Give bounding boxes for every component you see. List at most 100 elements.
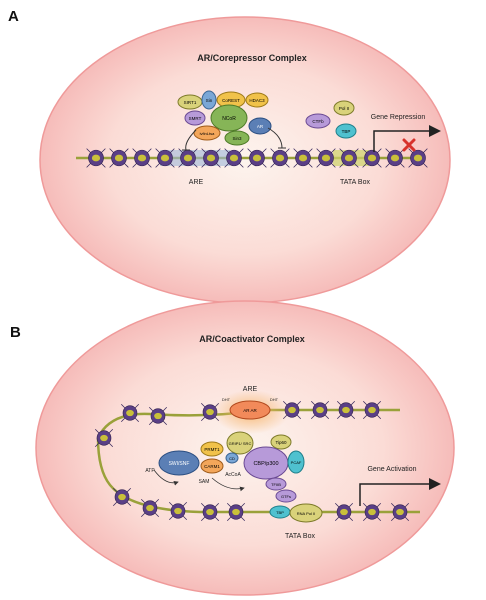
label-lipeca: ivfinLtsa (200, 131, 215, 136)
protein-prmt (200, 441, 224, 457)
protein-cd (225, 452, 239, 464)
repression-x-icon (402, 138, 416, 152)
nucleosome (334, 502, 354, 522)
protein-tbp-a (335, 123, 357, 139)
protein-ar-dimer (229, 400, 271, 420)
nucleosome-row-b (94, 400, 410, 522)
nucleosome (201, 148, 221, 168)
nucleosome (408, 148, 428, 168)
label-smrt-left: SMRT (189, 116, 202, 121)
panel-a: AR/Corepressor Complex ARE TATA Box SIRT… (39, 16, 451, 304)
label-cbp: CBP/p300 (253, 461, 278, 467)
are-label-b: ARE (243, 386, 258, 393)
panel-a-title: AR/Corepressor Complex (197, 53, 307, 63)
protein-hdac (245, 92, 269, 108)
nucleosome (390, 502, 410, 522)
label-prmt: PRMT1 (204, 447, 220, 452)
nucleosome (310, 400, 330, 420)
label-carm: CARM1 (204, 464, 220, 469)
sam-label: SAM (199, 479, 210, 485)
nucleosome-row-a (86, 148, 428, 168)
nucleosome (336, 400, 356, 420)
acoa-arrow (211, 477, 245, 492)
nucleosome (270, 148, 290, 168)
panel-b-letter: B (10, 324, 21, 341)
nucleosome (362, 148, 382, 168)
protein-lipeca (193, 125, 221, 141)
nucleosome (200, 502, 220, 522)
protein-pcaf (287, 450, 305, 474)
dht-left-label: DHT (222, 397, 231, 402)
atp-label: ATP (145, 468, 155, 474)
nucleosome (178, 148, 198, 168)
nucleosome (112, 487, 132, 507)
nucleosome (109, 148, 129, 168)
gene-activation-arrow (359, 478, 441, 506)
inhibit-arrow-left (185, 129, 197, 151)
label-swi: SWI/SNF (169, 461, 190, 467)
label-pol2-a: Pol II (339, 106, 349, 111)
protein-pol-b (289, 503, 323, 523)
nucleosome (94, 428, 114, 448)
gene-activation-label: Gene Activation (367, 466, 416, 473)
label-pol-b: RNA Pol II (297, 511, 315, 516)
label-ctfb: CTFb (312, 119, 324, 124)
nucleosome (339, 148, 359, 168)
protein-gtfs (275, 489, 297, 503)
label-gtfs: GTFs (281, 494, 291, 499)
label-grip: GRIP1/ SRC (229, 441, 252, 446)
label-cd: CD (229, 456, 235, 461)
protein-sin (201, 90, 217, 110)
protein-ctfb (305, 113, 331, 129)
protein-smrt-left (184, 110, 206, 126)
protein-carm (200, 458, 224, 474)
label-pcaf: PCAF (291, 460, 302, 465)
label-corest: CoREST (222, 98, 240, 103)
label-tfiib: TFIIB (271, 482, 281, 487)
panel-b: AR/Coactivator Complex ARE DHT DHT AR AR… (35, 300, 455, 596)
label-sin3: Sin3 (232, 136, 242, 141)
protein-sin3 (224, 130, 250, 146)
nucleosome (362, 400, 382, 420)
nucleosome (140, 498, 160, 518)
protein-ar-right (248, 117, 272, 135)
label-sirt1: SIRT1 (184, 100, 197, 105)
protein-pol2-a (333, 100, 355, 116)
tata-label-a: TATA Box (340, 179, 370, 186)
protein-tip60 (270, 434, 292, 450)
label-tip60: Tip60 (275, 440, 287, 445)
panel-b-title: AR/Coactivator Complex (199, 334, 305, 344)
label-tbp-b: TBP (276, 510, 284, 515)
tata-label-b: TATA Box (285, 533, 315, 540)
nucleosome (247, 148, 267, 168)
nucleosome (168, 501, 188, 521)
are-label-a: ARE (189, 179, 204, 186)
gene-repression-label: Gene Repression (371, 114, 426, 121)
label-ncor: NCoR (222, 116, 236, 122)
acoa-label: AcCoA (225, 472, 241, 478)
protein-tfiib (265, 477, 287, 491)
corepressor-complex: SIRT1 Sin CoREST HDAC3 SMRT NCoR ivfinLt… (177, 90, 286, 151)
inhibit-arrow-right (267, 127, 283, 149)
nucleosome (148, 406, 168, 426)
dht-right-label: DHT (270, 397, 279, 402)
nucleosome (362, 502, 382, 522)
label-ar-right: AR (257, 124, 264, 129)
nucleosome (316, 148, 336, 168)
nucleosome (224, 148, 244, 168)
label-tbp-a: TBP (342, 129, 351, 134)
atp-arrow (153, 469, 179, 486)
protein-grip (226, 431, 254, 455)
nucleosome (132, 148, 152, 168)
nucleosome (293, 148, 313, 168)
nucleosome (120, 403, 140, 423)
panel-a-letter: A (8, 8, 19, 25)
nucleosome (226, 502, 246, 522)
label-sin: Sin (206, 98, 213, 103)
label-hdac: HDAC3 (249, 98, 265, 103)
nucleosome (385, 148, 405, 168)
protein-swi (158, 450, 200, 476)
protein-ncor (210, 104, 248, 132)
gene-repression-arrow (373, 125, 441, 152)
